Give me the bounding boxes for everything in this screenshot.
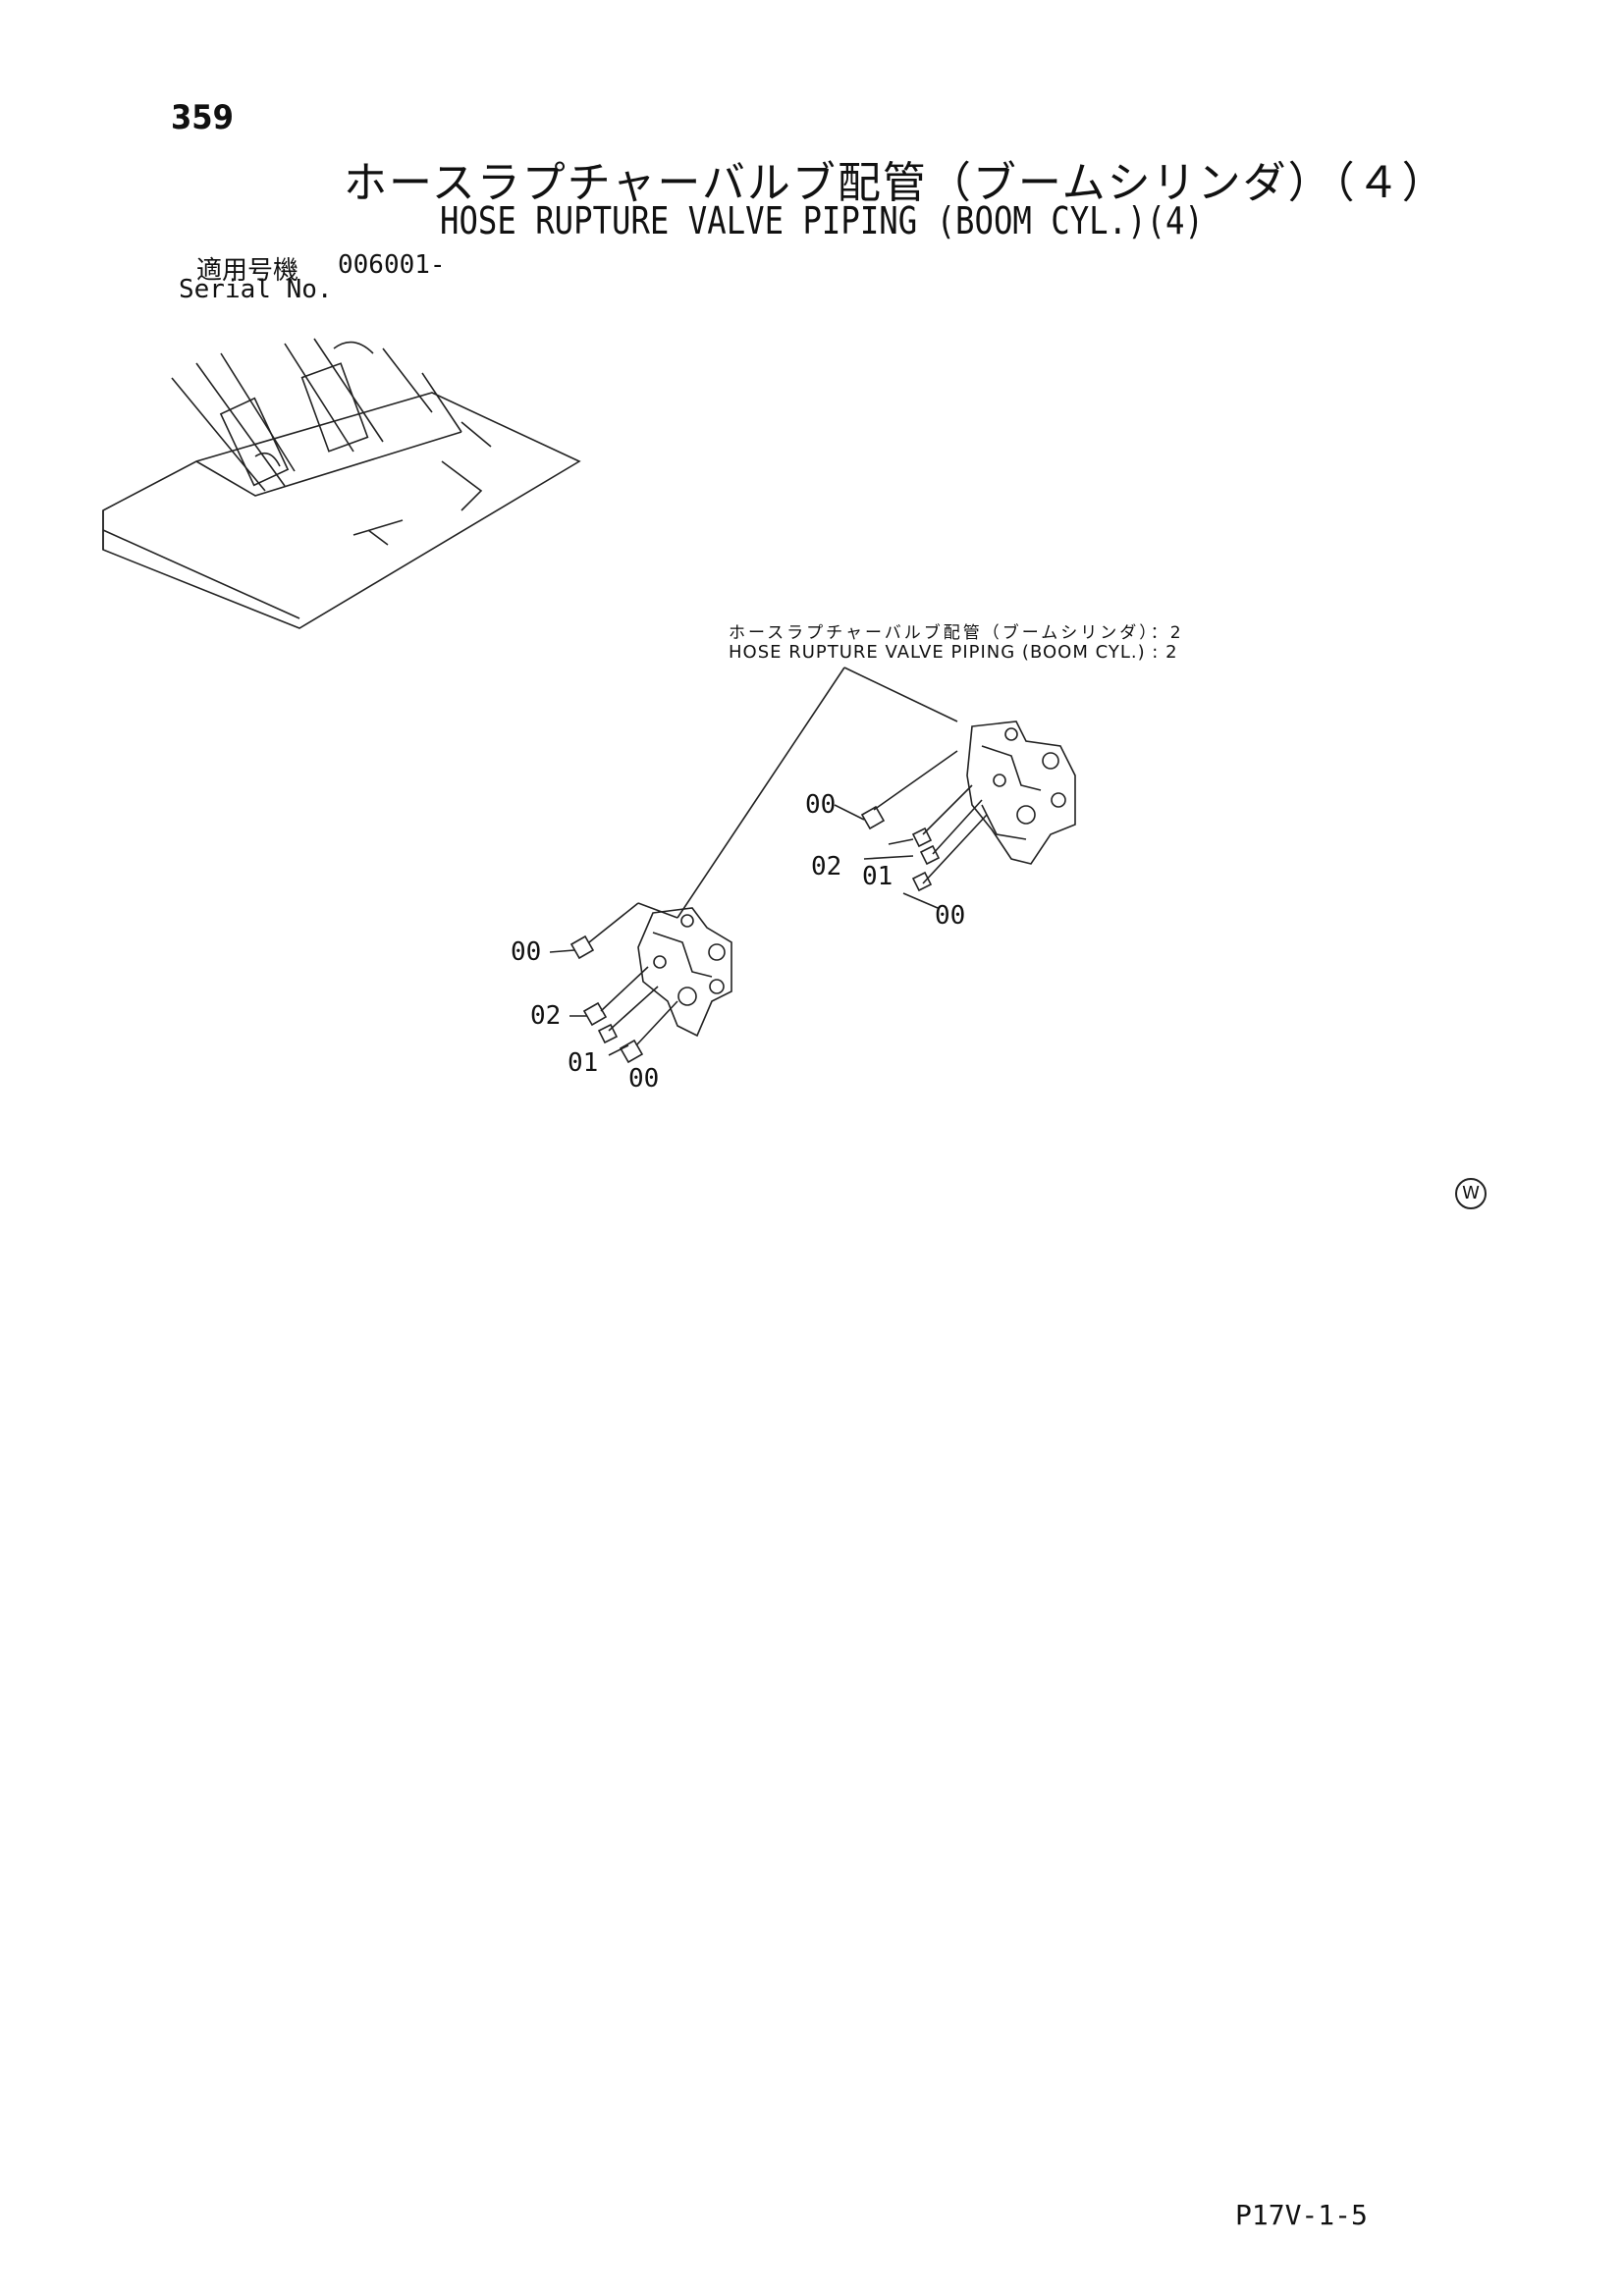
hose-rupture-valve-icon bbox=[637, 907, 732, 1038]
serial-label-en: Serial No. bbox=[179, 275, 333, 304]
serial-label-jp: 適用号機 bbox=[196, 256, 299, 286]
hose-rupture-valve-icon bbox=[966, 721, 1076, 865]
reference-code: P17V-1-5 bbox=[1235, 2199, 1368, 2231]
page-title-jp: ホースラプチャーバルブ配管（ブームシリンダ）（４） bbox=[344, 158, 1447, 208]
page-title-en: HOSE RUPTURE VALVE PIPING (BOOM CYL.)(4) bbox=[440, 199, 1204, 242]
elbow-fitting-icon bbox=[860, 805, 941, 892]
callout-label-jp: ホースラプチャーバルブ配管（ブームシリンダ）：2 bbox=[729, 623, 1184, 643]
w-circle-mark: W bbox=[1455, 1178, 1487, 1209]
serial-value: 006001- bbox=[338, 250, 446, 280]
excavator-boom-overview-icon bbox=[102, 338, 581, 629]
page-number: 359 bbox=[171, 98, 234, 137]
part-label: 02 bbox=[811, 852, 842, 881]
part-label: 02 bbox=[530, 1001, 562, 1031]
elbow-fitting-icon bbox=[569, 934, 644, 1064]
part-label: 00 bbox=[511, 937, 542, 967]
part-label: 00 bbox=[628, 1064, 660, 1094]
part-label: 00 bbox=[805, 790, 837, 820]
part-label: 01 bbox=[568, 1048, 599, 1078]
callout-label-en: HOSE RUPTURE VALVE PIPING (BOOM CYL.) : … bbox=[729, 642, 1178, 663]
part-label: 01 bbox=[862, 862, 893, 891]
part-label: 00 bbox=[935, 901, 966, 931]
